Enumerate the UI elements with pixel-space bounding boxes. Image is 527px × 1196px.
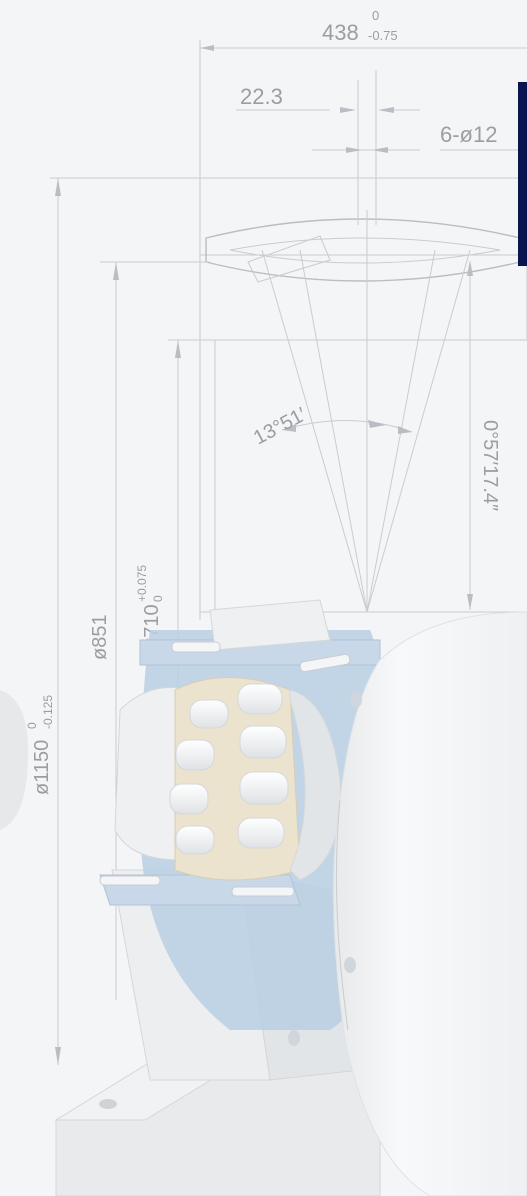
dim-bore-dia-tol-upper: +0.075: [135, 565, 149, 602]
inner-ring-section: [199, 254, 527, 341]
dim-width-tol-lower: -0.75: [368, 28, 398, 43]
navy-panel: [518, 82, 527, 266]
dim-width-tol-upper: 0: [372, 8, 379, 23]
arrow-head: [175, 340, 181, 358]
left-edge-shape: [0, 690, 29, 830]
dim-outer-dia: ø1150: [31, 740, 53, 795]
housing-cap: [209, 599, 331, 651]
housing-screw: [344, 957, 356, 973]
taper-line: [299, 249, 368, 613]
housing-screw: [288, 1030, 300, 1046]
arrow-head: [55, 178, 61, 196]
bolt: [171, 641, 221, 653]
arrow-head: [55, 1047, 61, 1065]
outer-ring: [289, 689, 341, 881]
dim-outer-dia-tol-upper: 0: [25, 722, 39, 729]
dim-bore-dia-tol-lower: 0: [151, 595, 165, 602]
dim-holes: 6-ø12: [440, 122, 497, 147]
dim-outer-dia-tol-lower: -0.125: [41, 695, 55, 729]
dim-width-total: 438: [322, 20, 359, 45]
shaft-edge: [335, 799, 349, 1031]
arrow-head: [467, 594, 473, 610]
roller: [175, 825, 215, 855]
dim-contact-angle: 13°51′: [250, 403, 310, 449]
dim-taper-angle: 0°57′17.4″: [479, 420, 501, 511]
arrow-head: [346, 147, 362, 153]
arrow-head: [368, 420, 386, 428]
outer-ring-section: [199, 177, 527, 256]
contact-line: [366, 249, 471, 613]
roller: [237, 817, 285, 849]
arrow-head: [398, 426, 412, 434]
roller-profile: [229, 237, 501, 264]
rollers: [169, 683, 289, 855]
arrow-head: [282, 424, 296, 432]
bolt: [299, 653, 351, 673]
dim-mid-dia: ø851: [89, 614, 111, 660]
roller: [239, 725, 287, 759]
dim-offset: 22.3: [240, 84, 283, 109]
bolt: [99, 875, 161, 886]
bolt: [231, 886, 295, 897]
roller: [239, 771, 289, 805]
bolt-hole: [99, 1099, 117, 1109]
contact-line: [261, 249, 368, 613]
shaft: [333, 611, 527, 1196]
arrow-head: [340, 107, 356, 113]
cage-section: [247, 235, 331, 283]
roller: [169, 783, 209, 815]
housing-screw: [350, 692, 362, 708]
roller: [175, 739, 215, 771]
arrow-head: [200, 45, 214, 51]
roller: [189, 699, 229, 729]
arrow-head: [467, 260, 473, 276]
label-outer-dia: ø1150 0 -0.125: [25, 695, 55, 795]
arrow-head: [378, 107, 394, 113]
arrow-head: [372, 147, 388, 153]
roller: [237, 683, 283, 715]
arrow-head: [113, 262, 119, 280]
